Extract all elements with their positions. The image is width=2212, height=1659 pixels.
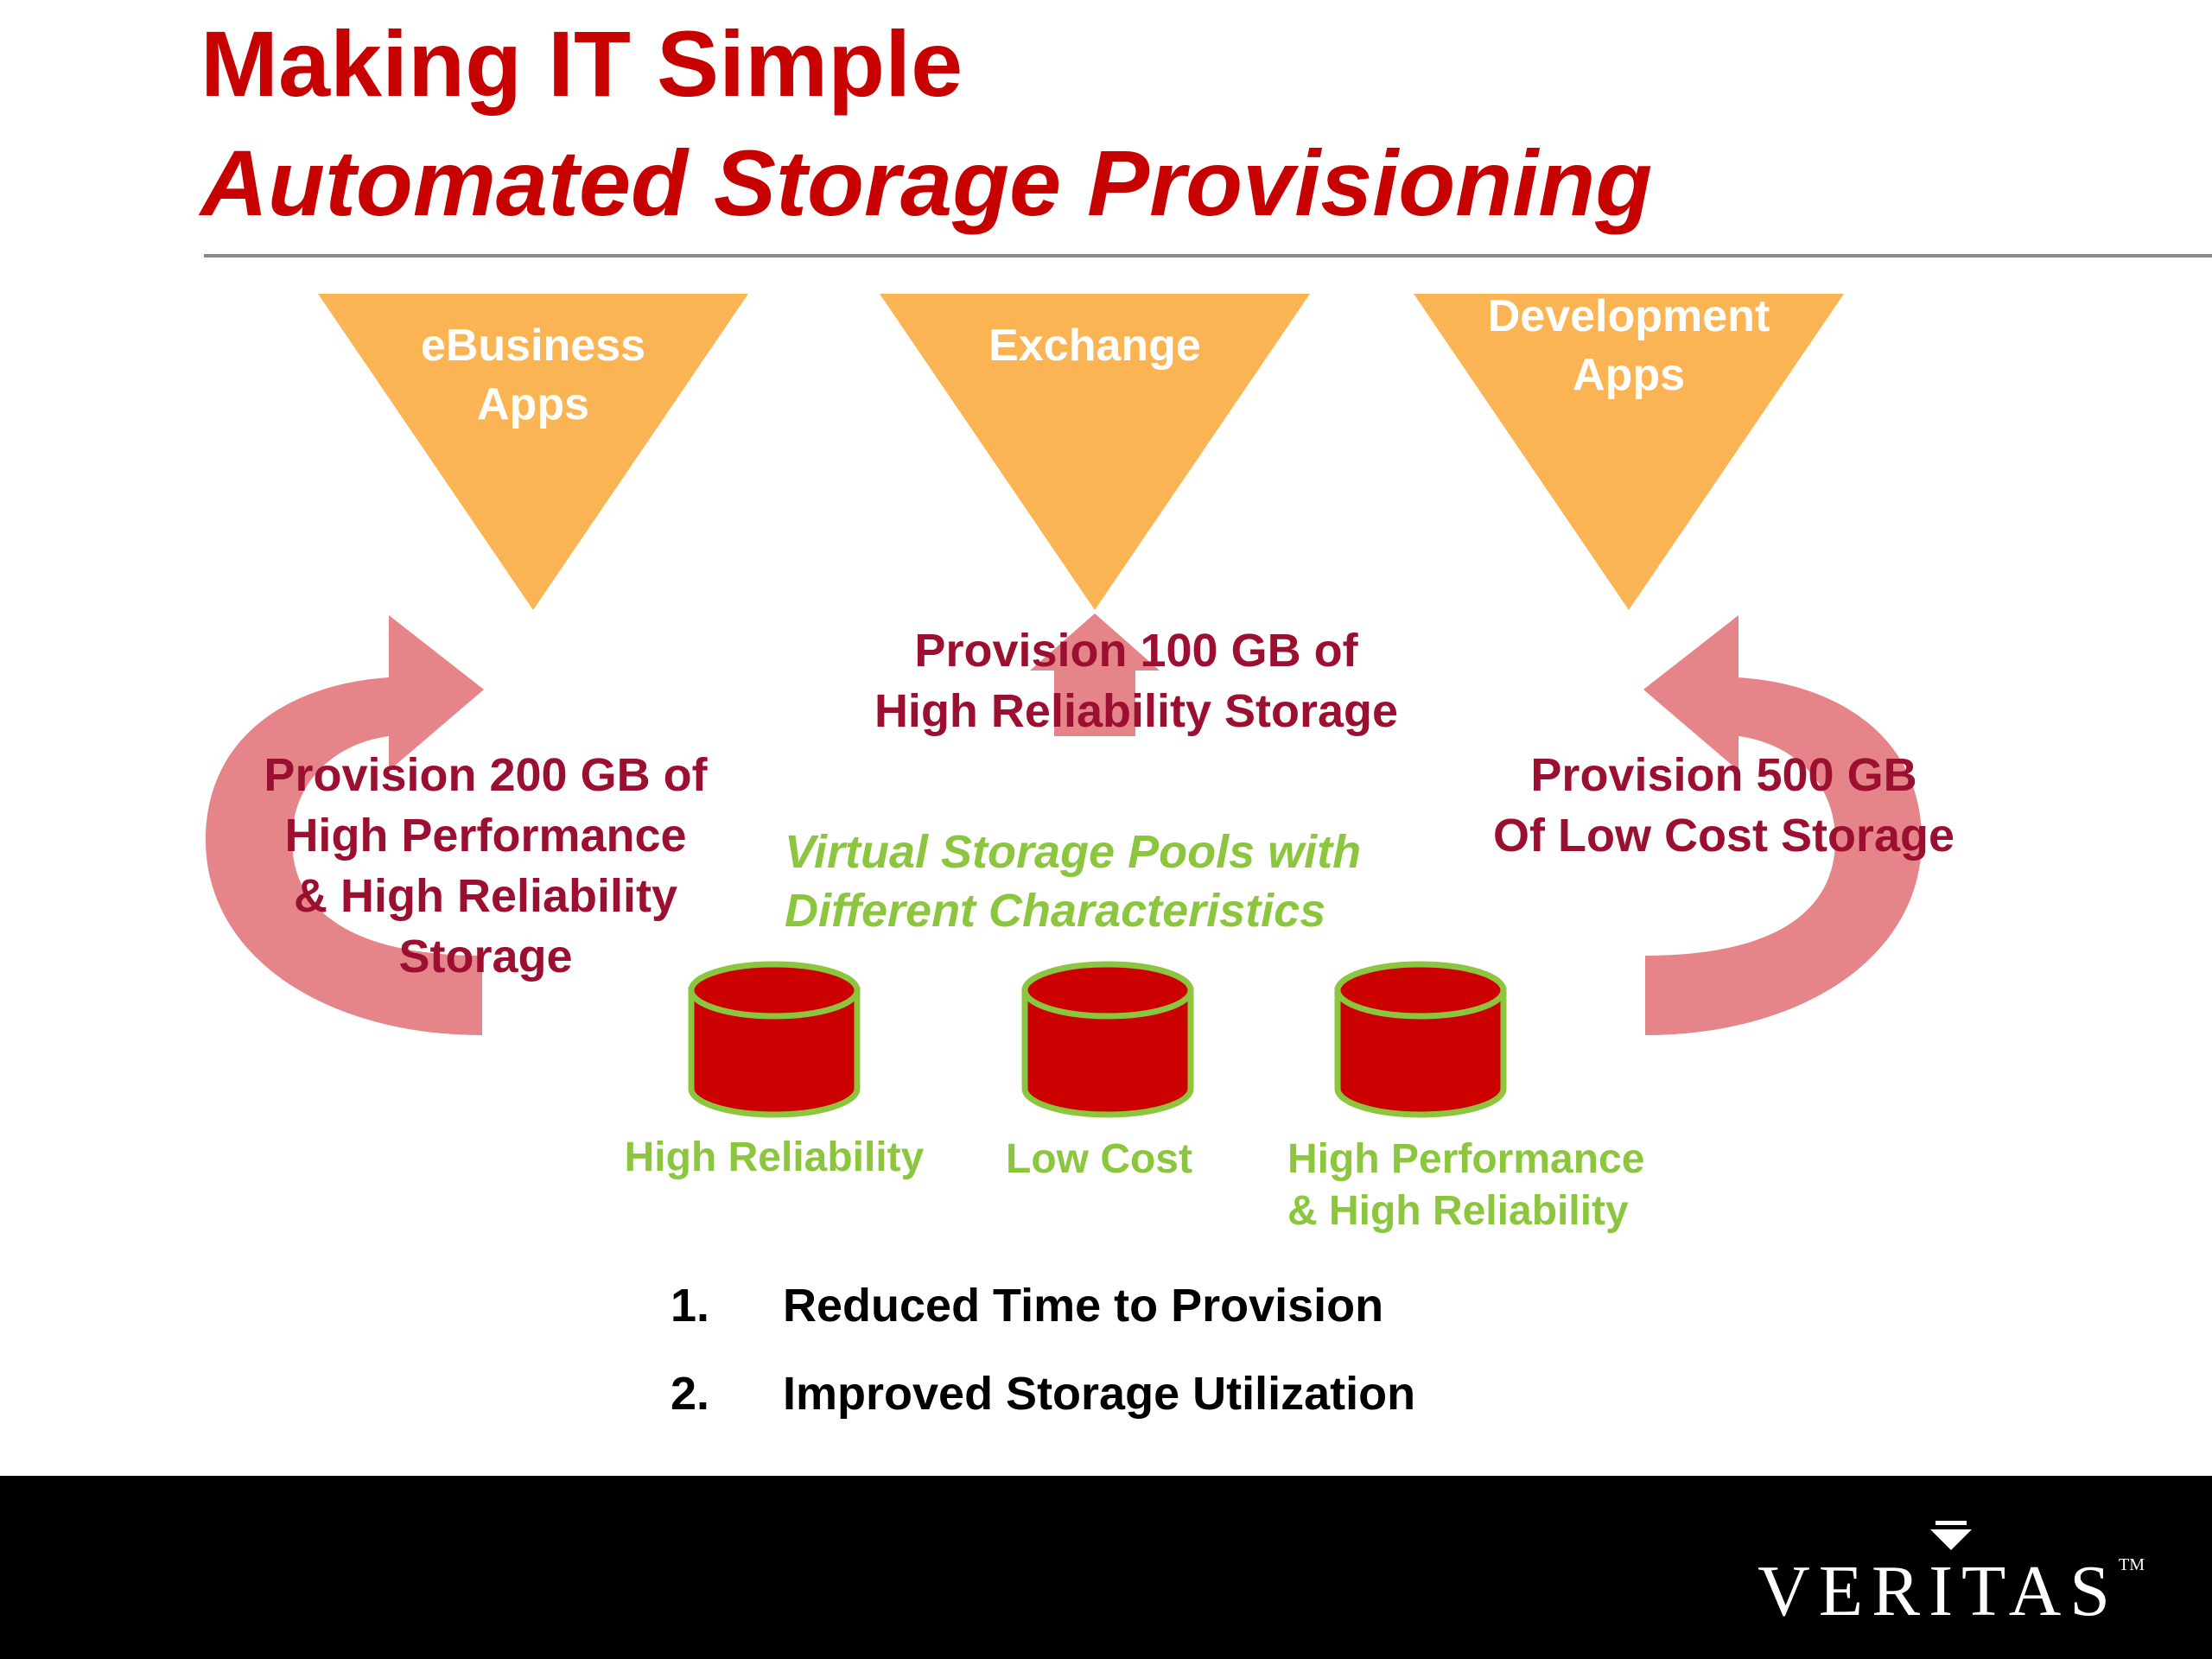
app-triangle-ebusiness <box>318 294 748 610</box>
app-label-ebusiness: eBusiness Apps <box>420 321 646 429</box>
storage-cylinder-high-performance <box>1334 961 1507 1118</box>
storage-pools-heading: Virtual Storage Pools with Different Cha… <box>785 826 1362 937</box>
app-label-development: Development Apps <box>1487 291 1770 400</box>
trademark-symbol: TM <box>2119 1555 2145 1574</box>
pool-label-high-performance: High Performance & High Reliability <box>1287 1136 1645 1234</box>
benefit-number: 1. <box>671 1280 710 1332</box>
provision-request-exchange: Provision 100 GB of High Reliability Sto… <box>874 625 1399 737</box>
pool-label-high-reliability: High Reliability <box>624 1135 925 1180</box>
benefit-number: 2. <box>671 1368 710 1420</box>
benefit-text: Reduced Time to Provision <box>783 1280 1384 1332</box>
app-triangle-exchange <box>880 294 1310 610</box>
provisioning-diagram <box>206 294 1922 1118</box>
storage-cylinder-high-reliability <box>688 961 861 1118</box>
provision-request-ebusiness: Provision 200 GB of High Performance & H… <box>264 749 708 982</box>
benefits-list: 1. Reduced Time to Provision 2. Improved… <box>671 1279 1415 1455</box>
storage-cylinder-low-cost <box>1021 961 1194 1118</box>
footer-bar: VERITASTM <box>0 1476 2212 1659</box>
pool-label-low-cost: Low Cost <box>1006 1136 1192 1182</box>
center-up-arrow <box>1030 613 1160 736</box>
benefit-text: Improved Storage Utilization <box>783 1368 1416 1420</box>
right-curved-arrow <box>1643 615 1922 1035</box>
left-curved-arrow <box>206 615 484 1035</box>
veritas-logo: VERITASTM <box>1758 1521 2145 1628</box>
title-divider <box>204 254 2212 257</box>
logo-wordmark: VERITAS <box>1758 1551 2119 1631</box>
app-triangle-development <box>1414 294 1844 610</box>
benefit-item: 2. Improved Storage Utilization <box>671 1367 1415 1455</box>
veritas-checkmark-icon <box>1930 1521 1973 1550</box>
app-label-exchange: Exchange <box>988 321 1201 371</box>
slide-subtitle: Automated Storage Provisioning <box>200 130 1653 235</box>
benefit-item: 1. Reduced Time to Provision <box>671 1279 1415 1367</box>
provision-request-development: Provision 500 GB Of Low Cost Storage <box>1492 749 1955 861</box>
slide-title: Making IT Simple <box>200 11 963 116</box>
